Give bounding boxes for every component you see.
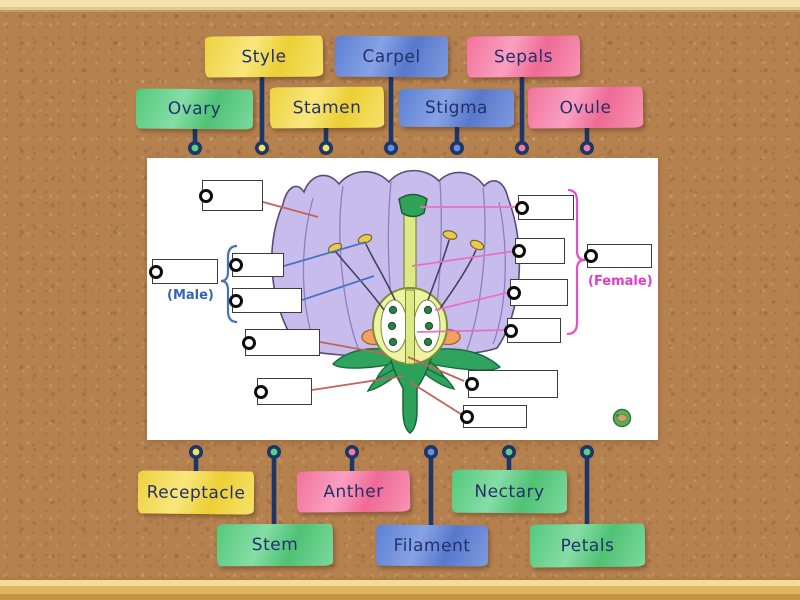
tag-label: Petals <box>560 535 615 556</box>
tag-label: Receptacle <box>146 481 246 504</box>
tag-label: Stamen <box>292 97 362 118</box>
pin-dot-anther[interactable] <box>344 444 359 459</box>
answer-box-3[interactable] <box>229 253 284 277</box>
answer-box-11[interactable] <box>584 244 652 268</box>
pin-dot-stigma[interactable] <box>449 141 464 156</box>
pin-dots <box>188 141 594 459</box>
tag-stem[interactable]: Stem <box>216 523 334 567</box>
drop-circle[interactable] <box>229 258 243 272</box>
tag-ovule[interactable]: Ovule <box>527 86 644 129</box>
drop-circle[interactable] <box>465 377 479 391</box>
tag-carpel[interactable]: Carpel <box>334 35 449 78</box>
pin-dot-receptacle[interactable] <box>189 444 204 459</box>
tag-label: Anther <box>323 481 384 502</box>
pin-dot-nectary[interactable] <box>501 444 516 459</box>
drop-circle[interactable] <box>515 200 529 215</box>
anthers <box>327 230 485 254</box>
answer-box-9[interactable] <box>507 279 568 306</box>
style-shape <box>403 207 417 299</box>
drop-circle[interactable] <box>149 264 163 279</box>
leader-lines-red <box>262 201 465 417</box>
drop-circle[interactable] <box>507 285 521 300</box>
tag-label: Nectary <box>474 481 545 502</box>
tag-receptacle[interactable]: Receptacle <box>137 470 255 515</box>
drop-circle[interactable] <box>504 323 518 338</box>
tag-petals[interactable]: Petals <box>529 523 646 568</box>
drop-circle[interactable] <box>254 384 268 399</box>
wooden-frame-bottom <box>0 578 800 600</box>
answer-box-1[interactable] <box>199 180 263 211</box>
diagram-panel: (Male) (Female) <box>147 158 658 440</box>
wooden-frame-top <box>0 0 800 12</box>
filaments <box>335 239 477 311</box>
style-through-ovary <box>405 289 415 365</box>
tag-label: Ovary <box>167 98 222 120</box>
answer-box-6[interactable] <box>254 378 312 405</box>
tag-label: Filament <box>393 535 471 556</box>
answer-box-12[interactable] <box>465 370 558 398</box>
drop-circle[interactable] <box>229 293 243 308</box>
tag-label: Style <box>241 46 287 67</box>
pin-dot-petals[interactable] <box>579 444 594 459</box>
tag-label: Stem <box>251 534 299 556</box>
pin-dot-stem[interactable] <box>266 444 281 459</box>
pin-dot-ovary[interactable] <box>188 141 203 156</box>
tag-sepals[interactable]: Sepals <box>466 35 581 78</box>
petal-veins <box>302 181 506 354</box>
leader-lines-blue <box>283 241 375 301</box>
pin-dot-stamen[interactable] <box>318 141 333 156</box>
pin-dot-style[interactable] <box>254 141 269 156</box>
male-annotation: (Male) <box>167 288 214 303</box>
tag-label: Carpel <box>362 46 421 67</box>
drop-circle[interactable] <box>584 249 598 263</box>
drop-circle[interactable] <box>460 409 474 424</box>
answer-box-4[interactable] <box>229 288 302 313</box>
female-annotation: (Female) <box>588 274 653 289</box>
answer-box-10[interactable] <box>504 318 561 343</box>
tag-stigma[interactable]: Stigma <box>398 88 515 128</box>
tag-label: Sepals <box>493 46 554 67</box>
pin-dot-filament[interactable] <box>423 444 438 459</box>
leader-lines-pink <box>411 206 518 333</box>
answer-box-7[interactable] <box>515 195 574 220</box>
pin-dot-carpel[interactable] <box>383 141 398 156</box>
pin-dot-ovule[interactable] <box>579 141 594 156</box>
logo-icon <box>612 408 632 428</box>
ovules <box>387 305 434 347</box>
tag-label: Ovule <box>559 97 612 118</box>
answer-box-5[interactable] <box>242 329 320 356</box>
tag-style[interactable]: Style <box>204 35 324 78</box>
drop-circle[interactable] <box>199 188 213 203</box>
answer-box-13[interactable] <box>460 405 527 428</box>
petals-shape <box>271 169 521 358</box>
answer-box-2[interactable] <box>149 259 218 284</box>
drop-circle[interactable] <box>512 244 526 258</box>
male-brace <box>220 244 238 324</box>
tag-ovary[interactable]: Ovary <box>135 88 254 130</box>
tag-anther[interactable]: Anther <box>296 470 411 513</box>
flower-diagram: (Male) (Female) <box>167 169 653 434</box>
drop-circle[interactable] <box>242 335 256 350</box>
tag-nectary[interactable]: Nectary <box>451 469 568 514</box>
answer-box-8[interactable] <box>512 238 565 264</box>
tag-stamen[interactable]: Stamen <box>269 86 385 129</box>
stigma-shape <box>398 193 428 218</box>
pin-dot-sepals[interactable] <box>514 141 529 156</box>
tag-label: Stigma <box>424 97 489 119</box>
tag-filament[interactable]: Filament <box>375 524 489 567</box>
